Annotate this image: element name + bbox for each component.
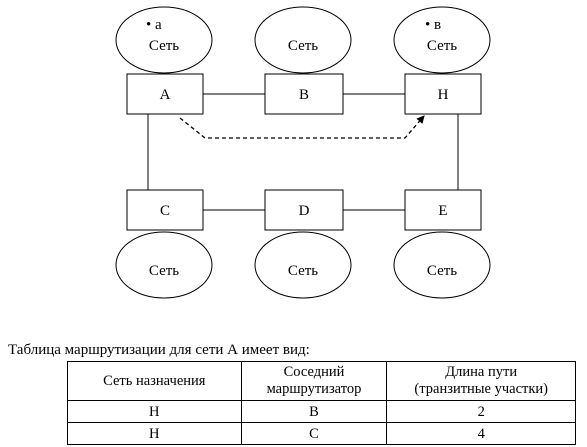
router-box-e	[404, 189, 482, 231]
header-text: (транзитные участки)	[414, 381, 548, 397]
network-ellipse-a	[115, 6, 213, 74]
route-arrow	[179, 115, 425, 139]
header-text: Длина пути	[445, 364, 518, 380]
network-marker-h: • в	[425, 17, 441, 33]
table-cell: C	[240, 422, 388, 445]
table-cell: 2	[386, 400, 576, 423]
table-cell: 4	[386, 422, 576, 445]
header-text: Сеть назначения	[103, 372, 206, 389]
router-label-c: C	[160, 203, 170, 219]
column-header-neighbor: Соседний маршрутизатор	[240, 361, 388, 401]
router-label-d: D	[299, 203, 310, 219]
network-marker-a: • а	[146, 17, 162, 33]
network-ellipse-c	[115, 231, 213, 299]
network-ellipse-h	[393, 6, 491, 74]
network-label-b: Сеть	[288, 38, 318, 54]
table-cell: H	[67, 422, 242, 445]
table-cell: H	[67, 400, 242, 423]
router-label-b: B	[299, 87, 309, 103]
network-label-e: Сеть	[427, 263, 457, 279]
header-text: маршрутизатор	[266, 381, 362, 397]
table-row: H C 4	[67, 422, 576, 445]
router-label-e: E	[438, 203, 447, 219]
column-header-destination: Сеть назначения	[67, 361, 242, 401]
table-cell: B	[240, 400, 388, 423]
router-box-c	[126, 189, 204, 231]
network-label-h: Сеть	[427, 38, 457, 54]
header-text: Соседний	[283, 364, 345, 380]
table-header-row: Сеть назначения Соседний маршрутизатор Д…	[67, 361, 576, 401]
network-label-a: Сеть	[149, 38, 179, 54]
router-label-a: A	[160, 87, 171, 103]
router-box-d	[264, 189, 344, 231]
network-ellipse-e	[393, 231, 491, 299]
table-row: H B 2	[67, 400, 576, 423]
routing-table-caption: Таблица маршрутизации для сети А имеет в…	[8, 342, 310, 358]
router-box-b	[264, 73, 344, 115]
routing-table: Сеть назначения Соседний маршрутизатор Д…	[67, 361, 576, 445]
network-diagram: • а Сеть Сеть • в Сеть Сеть Сеть Сеть A …	[115, 6, 491, 299]
router-label-h: H	[438, 87, 449, 103]
network-label-d: Сеть	[288, 263, 318, 279]
network-ellipse-d	[254, 231, 352, 299]
network-label-c: Сеть	[149, 263, 179, 279]
column-header-path-length: Длина пути (транзитные участки)	[386, 361, 576, 401]
router-box-a	[126, 73, 204, 115]
router-box-h	[404, 73, 482, 115]
network-ellipse-b	[254, 6, 352, 74]
